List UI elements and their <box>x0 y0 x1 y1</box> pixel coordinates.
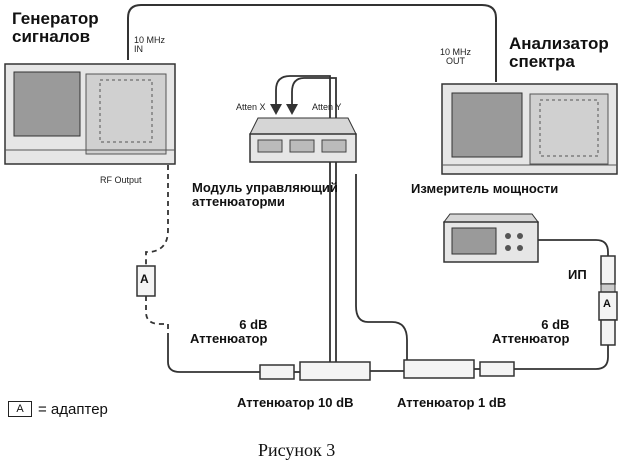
figure-caption: Рисунок 3 <box>258 440 336 460</box>
signal-generator-device <box>4 63 176 165</box>
sensor-cable <box>514 345 609 370</box>
atten-x-arrow <box>270 104 282 115</box>
atten6-right-label: 6 dB Аттенюатор <box>492 317 570 346</box>
power-meter-label: Измеритель мощности <box>411 181 559 196</box>
generator-title: Генератор сигналов <box>12 9 99 46</box>
power-meter-cable <box>538 239 609 256</box>
adapter-left-letter: A <box>140 272 149 286</box>
attenuator-6db-right <box>479 361 515 377</box>
attenuator-6db-left <box>259 364 295 380</box>
atten-y-arrow <box>286 104 298 115</box>
power-meter-device <box>443 213 539 263</box>
atten1-control-cable <box>355 174 408 360</box>
atten-x-label: Atten X <box>236 102 266 112</box>
spectrum-analyzer-device <box>441 83 618 175</box>
attenuator-control-module <box>249 117 357 163</box>
gen-10mhz-in-label: 10 MHz IN <box>134 35 166 55</box>
power-sensor-chain <box>598 255 618 346</box>
an-10mhz-out-label: 10 MHz OUT <box>440 47 472 67</box>
attenuator-1db <box>403 359 475 379</box>
atten-x-control-cable <box>275 75 331 362</box>
ip-label: ИП <box>568 267 587 282</box>
rf-output-cable-dashed <box>145 165 169 266</box>
rf-main-cable <box>167 334 260 373</box>
ref-10mhz-cable <box>127 4 497 82</box>
rf-output-label: RF Output <box>100 175 142 185</box>
rf-output-cable-dashed-return <box>145 296 169 334</box>
legend-adapter-box: A <box>8 401 32 417</box>
atten6-left-label: 6 dB Аттенюатор <box>190 317 268 346</box>
atten-y-label: Atten Y <box>312 102 342 112</box>
attenuator-10db <box>299 361 371 381</box>
module-label: Модуль управляющий аттенюаторми <box>192 180 338 209</box>
adapter-right-letter: A <box>603 298 611 310</box>
atten-y-control-cable <box>291 77 337 362</box>
adapter-left <box>136 265 156 297</box>
atten10-label: Аттенюатор 10 dB <box>237 395 354 410</box>
legend-text: = адаптер <box>38 401 108 418</box>
atten1-label: Аттенюатор 1 dB <box>397 395 507 410</box>
analyzer-title: Анализатор спектра <box>509 34 609 71</box>
